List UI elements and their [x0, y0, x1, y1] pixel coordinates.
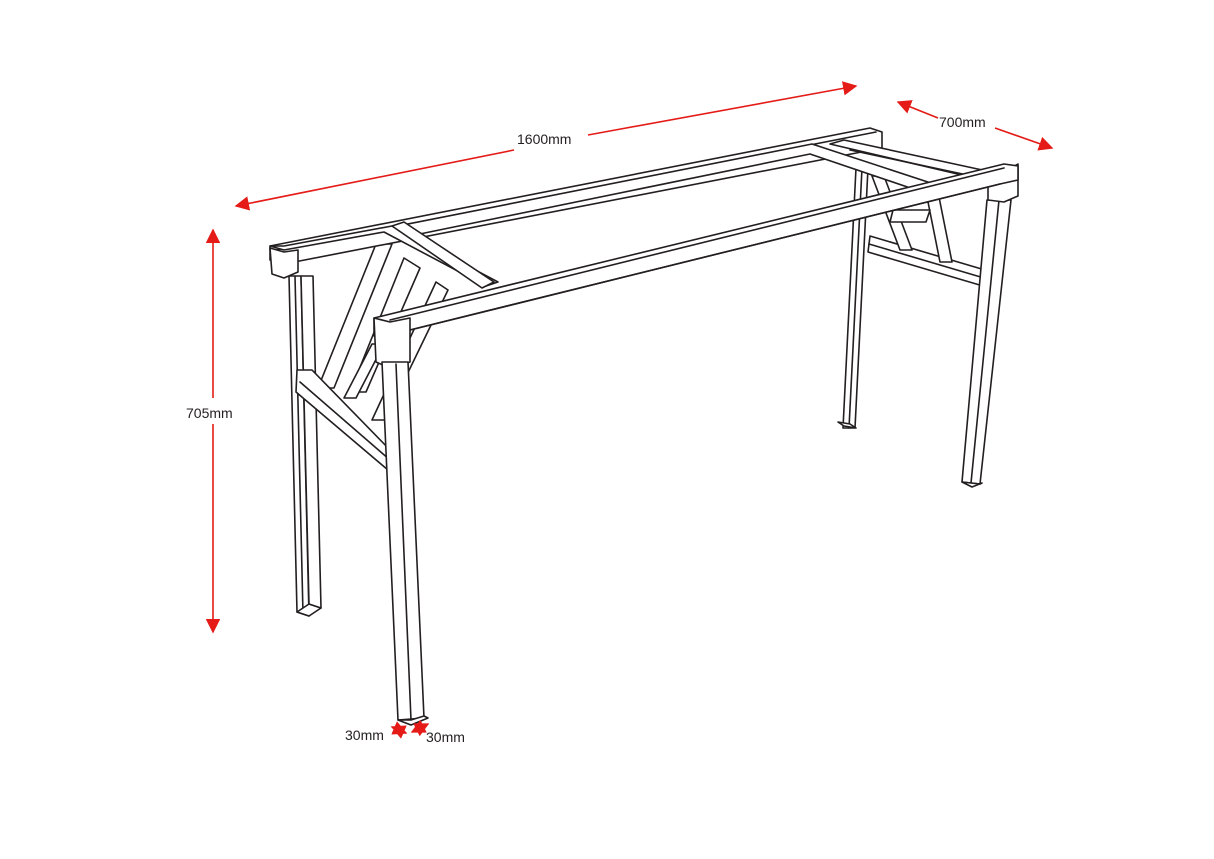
depth-label: 700mm — [939, 114, 986, 130]
depth-dimension-line — [896, 100, 1054, 151]
back-left-leg — [288, 275, 322, 617]
leg-width-label: 30mm — [345, 727, 384, 743]
leg-section-dimension — [390, 719, 430, 739]
leg-depth-label: 30mm — [426, 729, 465, 745]
front-left-leg — [381, 361, 429, 726]
left-end-braces — [295, 243, 449, 471]
height-label: 705mm — [186, 405, 233, 421]
length-dimension-line — [234, 81, 858, 211]
front-right-leg — [961, 163, 1019, 488]
length-label: 1600mm — [517, 131, 571, 147]
front-rail — [373, 163, 1019, 369]
